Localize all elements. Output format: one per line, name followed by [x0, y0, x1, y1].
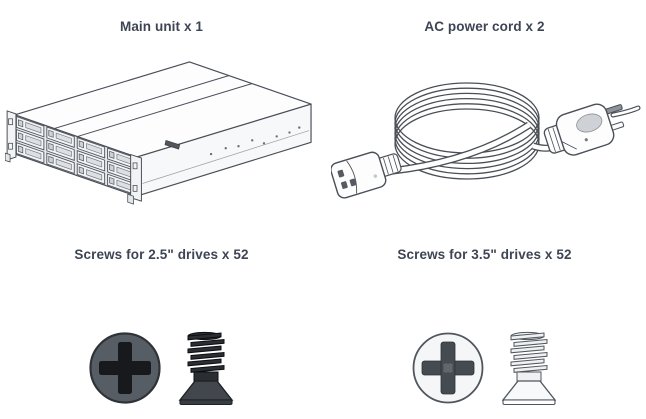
- package-item-power-cord: AC power cord x 2: [323, 0, 646, 210]
- nema-plug: [543, 103, 625, 156]
- screw-light-side-view: [501, 331, 557, 406]
- main-unit-illustration: [5, 61, 312, 205]
- top-latch-detail: [164, 139, 181, 150]
- power-cord-label: AC power cord x 2: [424, 19, 545, 34]
- screws-35-illustration: [412, 331, 557, 406]
- rack-ear-left: [5, 110, 17, 163]
- screws-35-label: Screws for 3.5" drives x 52: [397, 247, 572, 262]
- rack-ear-right: [127, 153, 142, 205]
- screws-25-label: Screws for 2.5" drives x 52: [74, 247, 249, 262]
- screw-light-top-view: [412, 332, 484, 404]
- screw-dark-side-view: [178, 331, 234, 406]
- package-item-screws-25: Screws for 2.5" drives x 52: [0, 210, 323, 419]
- screws-25-illustration: [89, 331, 234, 406]
- screw-dark-top-view: [89, 332, 161, 404]
- package-item-screws-35: Screws for 3.5" drives x 52: [323, 210, 646, 419]
- main-unit-label: Main unit x 1: [119, 19, 204, 34]
- power-cord-illustration: [331, 82, 641, 199]
- package-item-main-unit: Main unit x 1: [0, 0, 323, 210]
- c13-connector: [331, 151, 402, 199]
